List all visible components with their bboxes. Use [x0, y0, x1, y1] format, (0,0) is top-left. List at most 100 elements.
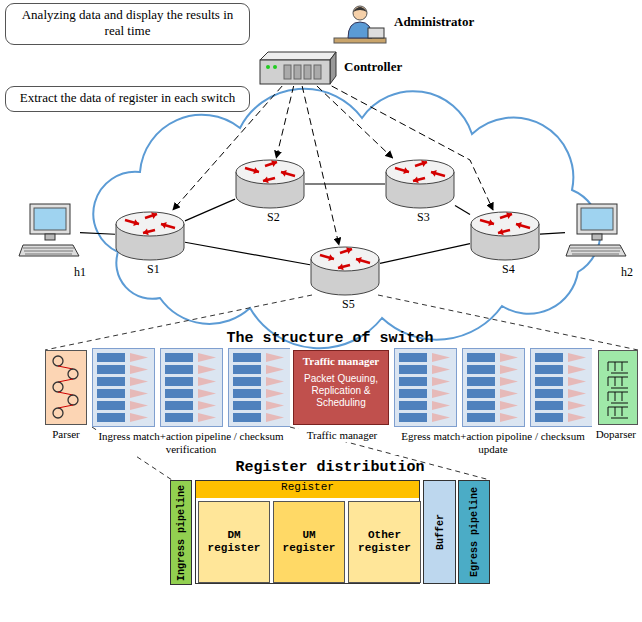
action-unit — [568, 377, 586, 386]
section-heading: Register distribution — [170, 459, 490, 476]
network-cloud — [93, 89, 600, 348]
vertical-label: Egress pipeline — [469, 487, 480, 577]
person-art — [330, 2, 388, 48]
action-unit — [266, 377, 284, 386]
device-label: S3 — [415, 211, 432, 225]
stages-art — [394, 348, 592, 427]
tm-title: Traffic manager — [297, 355, 385, 368]
router-top — [236, 160, 304, 184]
match-table — [165, 389, 193, 398]
parse-state — [53, 408, 63, 418]
icon-node: Administrator — [330, 2, 388, 48]
match-table — [399, 377, 427, 386]
router-arrow-head — [338, 263, 344, 270]
icon-node: h1 — [18, 202, 80, 260]
desk — [334, 38, 386, 43]
match-table — [165, 365, 193, 374]
match-table — [467, 353, 495, 362]
action-unit — [130, 401, 148, 410]
parse-transition — [58, 379, 73, 382]
tbox-node: Analyzing data and display the results i… — [5, 3, 250, 45]
action-unit — [266, 401, 284, 410]
match-table — [97, 353, 125, 362]
grp-node: Ingress match+action pipeline / checksum… — [92, 348, 290, 427]
match-table — [165, 401, 193, 410]
action-unit — [568, 401, 586, 410]
keyboard — [566, 245, 626, 256]
stand — [45, 234, 55, 240]
match-table — [233, 413, 261, 422]
match-table — [233, 377, 261, 386]
match-table — [399, 365, 427, 374]
stage-column — [463, 349, 525, 427]
router-arrow-head — [143, 228, 149, 235]
vert-node: Egress pipeline — [458, 480, 490, 584]
match-table — [233, 401, 261, 410]
stage-label: Traffic manager — [294, 429, 390, 442]
match-table — [467, 389, 495, 398]
vert-node: Buffer — [423, 480, 456, 584]
person-hair — [353, 7, 367, 12]
server-side — [330, 52, 336, 84]
icon-node: S5 — [310, 245, 380, 297]
router-arrow-head — [431, 170, 437, 177]
action-unit — [500, 413, 518, 422]
register-heading: Register — [196, 481, 419, 498]
stage-column — [229, 349, 291, 427]
network-link — [185, 242, 310, 264]
deparser-box — [599, 351, 638, 425]
network-link — [455, 205, 470, 214]
reg-node: UM register — [273, 501, 345, 583]
icon-node: S1 — [115, 210, 185, 262]
register-label: DM register — [199, 527, 269, 557]
parse-state — [68, 395, 78, 405]
router-arrow-head — [488, 219, 494, 226]
action-unit — [198, 353, 216, 362]
router-arrow-head — [263, 176, 269, 183]
network-link — [380, 244, 470, 264]
keyboard — [19, 245, 79, 256]
deparser-symbol — [608, 362, 628, 373]
device-label: S5 — [340, 298, 357, 312]
grp-node: Parser — [45, 350, 87, 425]
match-table — [233, 389, 261, 398]
parse-transition — [58, 392, 73, 395]
monitor — [30, 204, 70, 234]
match-table — [97, 401, 125, 410]
server-art — [258, 50, 338, 86]
vert-node: Ingress pipeline — [170, 480, 192, 585]
match-table — [233, 353, 261, 362]
server-slot — [314, 65, 321, 79]
match-table — [165, 413, 193, 422]
router-art — [385, 158, 455, 210]
note-text: Extract the data of register in each swi… — [12, 90, 243, 106]
action-unit — [568, 389, 586, 398]
server-slot — [294, 65, 301, 79]
router-arrow-head — [506, 212, 512, 219]
device-label: Administrator — [392, 15, 476, 30]
register-label: Other register — [349, 527, 420, 557]
stage-column — [93, 349, 155, 427]
action-unit — [500, 389, 518, 398]
network-link — [185, 199, 235, 221]
tm-node: Traffic managerPacket Queuing, Replicati… — [293, 350, 389, 425]
device-label: h1 — [72, 266, 88, 280]
stage-column — [531, 349, 593, 427]
router-arrow-head — [356, 257, 362, 264]
router-arrow-head — [133, 219, 139, 226]
key-row — [25, 254, 72, 255]
control-link — [276, 86, 293, 158]
key-row — [571, 251, 620, 252]
network-link — [305, 183, 385, 184]
router-top — [386, 160, 454, 184]
pc-art — [18, 202, 80, 260]
key-row — [572, 254, 619, 255]
match-table — [165, 377, 193, 386]
router-art — [310, 245, 380, 297]
match-table — [399, 389, 427, 398]
dep-art — [598, 350, 638, 425]
match-table — [535, 401, 563, 410]
match-table — [467, 365, 495, 374]
